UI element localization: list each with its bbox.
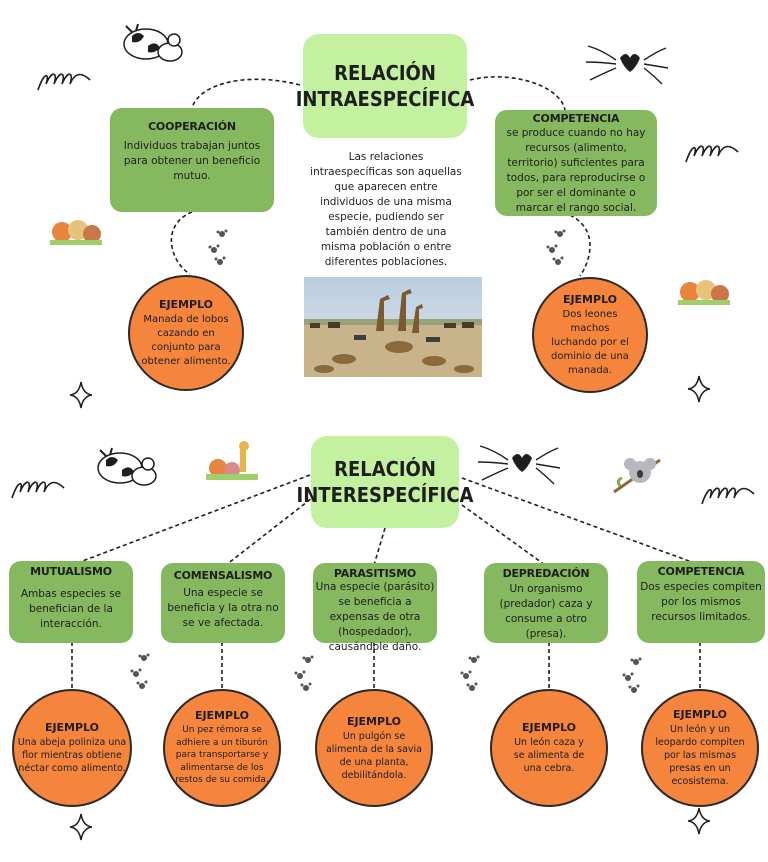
depredacion-example-circle: EJEMPLO Un león caza y se alimenta de un… (490, 689, 608, 807)
giraffe-friends-icon (206, 441, 258, 480)
comensalismo-example-heading: EJEMPLO (194, 709, 250, 723)
intra-title-line2: INTRAESPECÍFICA (295, 87, 475, 111)
cat-whiskers-icon (586, 45, 668, 85)
depredacion-heading: DEPREDACIÓN (502, 567, 590, 580)
mutualismo-example-text: Una abeja poliniza una flor mientras obt… (17, 737, 127, 774)
sparkle-icon (69, 381, 93, 409)
inter-title-box: RELACIÓN INTERESPECÍFICA (297, 436, 473, 528)
parasitismo-example-heading: EJEMPLO (346, 714, 402, 728)
paw-prints-icon (208, 229, 228, 265)
squiggle-icon (37, 73, 91, 91)
cooperacion-example-heading: EJEMPLO (158, 297, 214, 311)
paw-prints-icon (546, 229, 566, 265)
intra-title-line1: RELACIÓN (334, 61, 436, 85)
comensalismo-box: COMENSALISMO Una especie se beneficia y … (161, 563, 285, 643)
parasitismo-example-circle: EJEMPLO Un pulgón se alimenta de la savi… (315, 689, 433, 807)
parasitismo-body: Una especie (parásito) se beneficia a ex… (315, 581, 435, 653)
competencia-intra-example-text: Dos leones machos luchando por el domini… (551, 308, 629, 376)
paw-prints-icon (460, 655, 480, 691)
depredacion-body: Un organismo (predador) caza y consume a… (499, 583, 593, 640)
competencia-intra-heading: COMPETENCIA (532, 112, 620, 125)
comensalismo-example-circle: EJEMPLO Un pez rémora se adhiere a un ti… (163, 689, 281, 807)
animal-friends-icon (678, 280, 730, 305)
savanna-photo (304, 277, 482, 377)
depredacion-box: DEPREDACIÓN Un organismo (predador) caza… (484, 563, 608, 643)
cow-duck-icon (97, 447, 157, 486)
paw-prints-icon (622, 657, 642, 693)
squiggle-icon (685, 145, 739, 163)
comensalismo-example-text: Un pez rémora se adhiere a un tiburón pa… (175, 725, 269, 786)
cat-whiskers-icon (478, 445, 560, 485)
cooperacion-box: COOPERACIÓN Individuos trabajan juntos p… (110, 108, 274, 212)
mutualismo-example-heading: EJEMPLO (44, 721, 100, 734)
cooperacion-body: Individuos trabajan juntos para obtener … (123, 140, 261, 182)
parasitismo-box: PARASITISMO Una especie (parásito) se be… (313, 563, 437, 653)
inter-title-line2: INTERESPECÍFICA (296, 483, 474, 507)
sparkle-icon (687, 375, 711, 403)
mutualismo-box: MUTUALISMO Ambas especies se benefician … (9, 561, 133, 643)
competencia-inter-example-circle: EJEMPLO Un león y un leopardo compiten p… (641, 689, 759, 807)
depredacion-example-heading: EJEMPLO (521, 721, 577, 734)
cooperacion-example-circle: EJEMPLO Manada de lobos cazando en conju… (128, 275, 244, 391)
cooperacion-heading: COOPERACIÓN (148, 120, 236, 133)
animal-friends-icon (50, 220, 102, 245)
squiggle-icon (11, 481, 65, 499)
cow-duck-icon (123, 23, 183, 62)
competencia-intra-example-circle: EJEMPLO Dos leones machos luchando por e… (532, 277, 648, 393)
competencia-inter-box: COMPETENCIA Dos especies compiten por lo… (637, 561, 765, 643)
depredacion-example-text: Un león caza y se alimenta de una cebra. (513, 737, 585, 774)
mutualismo-example-circle: EJEMPLO Una abeja poliniza una flor mien… (12, 689, 132, 807)
parasitismo-heading: PARASITISMO (333, 567, 417, 580)
competencia-inter-example-heading: EJEMPLO (672, 708, 728, 721)
squiggle-icon (701, 487, 755, 505)
koala-icon (613, 458, 661, 494)
parasitismo-example-text: Un pulgón se alimenta de la savia de una… (325, 730, 423, 781)
inter-title-line1: RELACIÓN (334, 457, 436, 481)
paw-prints-icon (130, 653, 150, 689)
paw-prints-icon (294, 655, 314, 691)
mutualismo-heading: MUTUALISMO (30, 565, 112, 578)
cooperacion-example-text: Manada de lobos cazando en conjunto para… (141, 313, 231, 367)
competencia-intra-example-heading: EJEMPLO (562, 292, 618, 306)
competencia-inter-example-text: Un león y un leopardo compiten por las m… (655, 724, 745, 787)
intra-title-box: RELACIÓN INTRAESPECÍFICA (296, 34, 474, 138)
intra-description: Las relaciones intraespecíficas son aque… (310, 151, 462, 268)
competencia-inter-body: Dos especies compiten por los mismos rec… (640, 581, 762, 623)
mutualismo-body: Ambas especies se benefician de la inter… (20, 588, 122, 630)
comensalismo-heading: COMENSALISMO (173, 569, 273, 582)
comensalismo-body: Una especie se beneficia y la otra no se… (167, 587, 279, 629)
sparkle-icon (687, 807, 711, 835)
sparkle-icon (69, 813, 93, 841)
competencia-inter-heading: COMPETENCIA (657, 565, 745, 578)
competencia-intra-box: COMPETENCIA se produce cuando no hay rec… (495, 110, 657, 216)
competencia-intra-body: se produce cuando no hay recursos (alime… (506, 127, 646, 214)
